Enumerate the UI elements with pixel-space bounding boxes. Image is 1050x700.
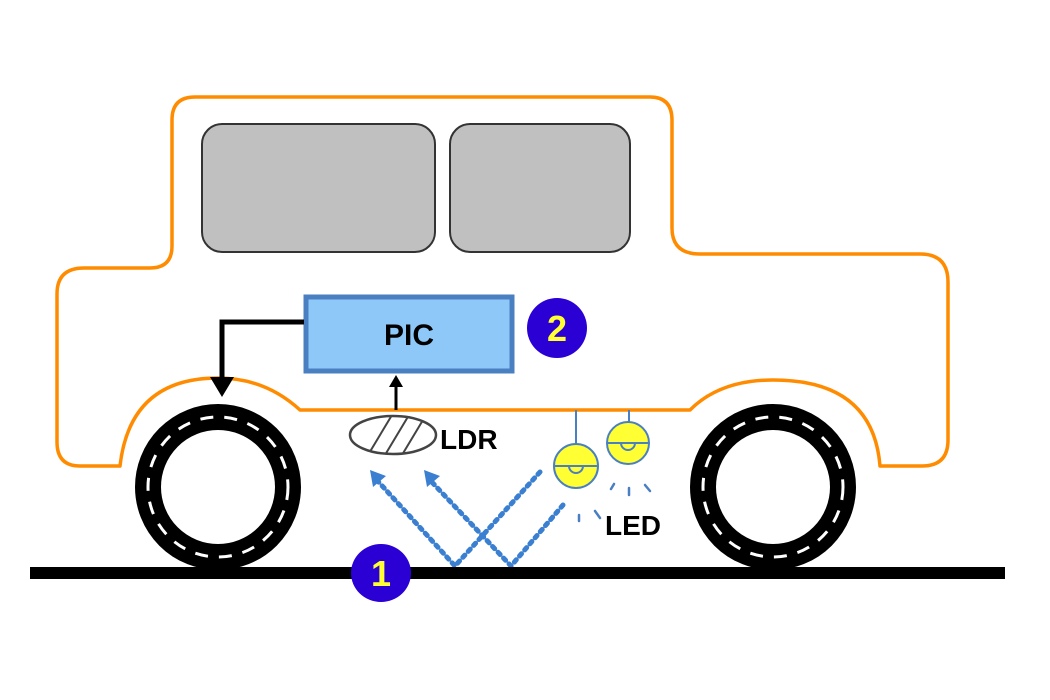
car-body-outline: [55, 95, 950, 468]
led-2: [606, 410, 650, 465]
arrow-up-icon: [389, 375, 403, 387]
pic-label: PIC: [384, 319, 434, 352]
ray-arrow-icon: [424, 470, 440, 487]
ground-line: [30, 567, 1005, 579]
ray-led2-reflect: [425, 475, 566, 570]
badge-2-text: 2: [547, 308, 567, 349]
step-badge-1: 1: [351, 544, 411, 602]
led-1: [553, 410, 599, 489]
light-rays: [372, 469, 566, 570]
pic-to-wheel-connector: [219, 319, 304, 380]
led-glow-rays: [577, 482, 652, 523]
window-rear: [449, 123, 631, 253]
badge-1-text: 1: [371, 553, 391, 594]
window-front: [201, 123, 436, 253]
ldr-sensor: LDR: [348, 414, 498, 456]
led-label: LED: [605, 510, 661, 541]
ray-led1-reflect: [372, 469, 543, 570]
ldr-label: LDR: [440, 424, 498, 455]
ray-arrow-icon: [370, 470, 386, 487]
arrow-down-icon: [210, 377, 234, 397]
wheel-rear: [690, 404, 856, 570]
step-badge-2: 2: [527, 298, 587, 358]
pic-controller: PIC: [303, 294, 515, 374]
wheel-front: [135, 404, 301, 570]
